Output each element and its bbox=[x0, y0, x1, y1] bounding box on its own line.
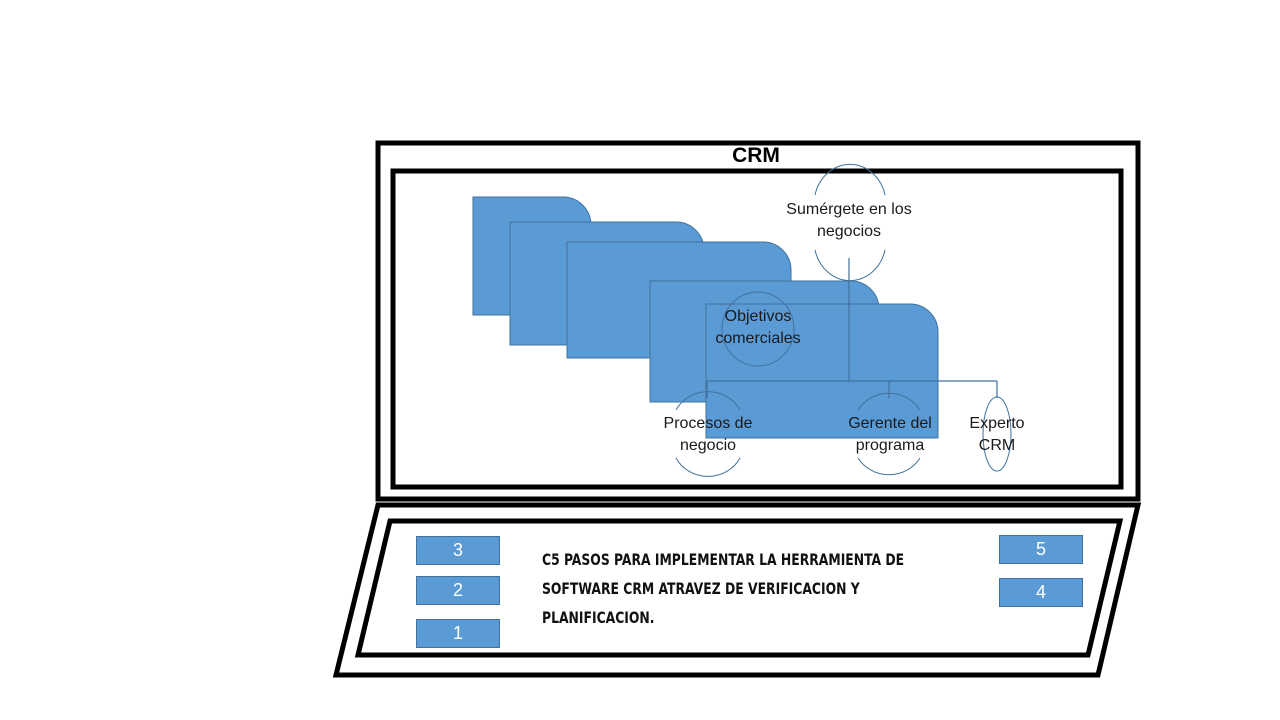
node-label-manager: Gerente del programa bbox=[848, 415, 932, 454]
step-box-3: 3 bbox=[416, 536, 500, 565]
processes-node-outline bbox=[675, 391, 741, 411]
node-label-objectives: Objetivos comerciales bbox=[715, 308, 801, 347]
node-label-top: Sumérgete en los negocios bbox=[786, 201, 912, 240]
manager-node-outline-bottom bbox=[857, 457, 921, 476]
step-box-4: 4 bbox=[999, 578, 1083, 607]
top-node-outline bbox=[814, 163, 886, 196]
objectives-node-outline bbox=[721, 291, 795, 367]
node-label-processes: Procesos de negocio bbox=[663, 415, 753, 454]
step-box-1: 1 bbox=[416, 619, 500, 648]
diagram-title: CRM bbox=[732, 144, 780, 167]
top-node-outline-bottom bbox=[814, 249, 886, 282]
steps-description: C5 PASOS PARA IMPLEMENTAR LA HERRAMIENTA… bbox=[542, 550, 905, 627]
processes-node-outline-bottom bbox=[675, 457, 741, 477]
outer-frame bbox=[375, 140, 1141, 502]
step-box-5: 5 bbox=[999, 535, 1083, 564]
inner-frame bbox=[390, 168, 1124, 490]
expert-node-outline bbox=[982, 396, 1012, 472]
manager-node-outline bbox=[857, 392, 921, 411]
step-box-2: 2 bbox=[416, 576, 500, 605]
connector-lines bbox=[706, 258, 998, 398]
bottom-outer-frame bbox=[332, 502, 1142, 678]
node-outlines bbox=[675, 163, 1012, 477]
node-label-expert: Experto CRM bbox=[969, 415, 1025, 454]
card-5 bbox=[705, 303, 939, 439]
bottom-inner-frame bbox=[354, 518, 1124, 658]
